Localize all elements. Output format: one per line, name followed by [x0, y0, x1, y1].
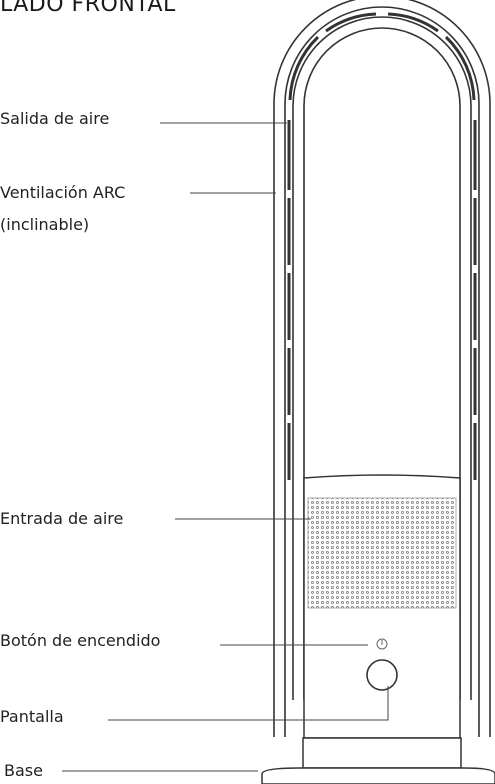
- label-arc-vent-sub: (inclinable): [0, 215, 90, 234]
- label-base: Base: [4, 761, 43, 780]
- power-icon: [376, 638, 388, 650]
- label-display: Pantalla: [0, 707, 64, 726]
- leader-display: [108, 686, 389, 721]
- label-power-button: Botón de encendido: [0, 631, 161, 650]
- vent-slots: [287, 12, 477, 480]
- page-title: LADO FRONTAL: [0, 0, 176, 17]
- fan-arch: [273, 0, 491, 737]
- label-air-outlet: Salida de aire: [0, 109, 110, 128]
- display-dial: [366, 659, 398, 691]
- leader-lines: [62, 122, 389, 772]
- air-inlet-grille: [308, 498, 456, 608]
- label-air-inlet: Entrada de aire: [0, 509, 124, 528]
- label-arc-vent: Ventilación ARC: [0, 183, 126, 202]
- fan-body: [303, 474, 461, 739]
- fan-base: [261, 737, 495, 784]
